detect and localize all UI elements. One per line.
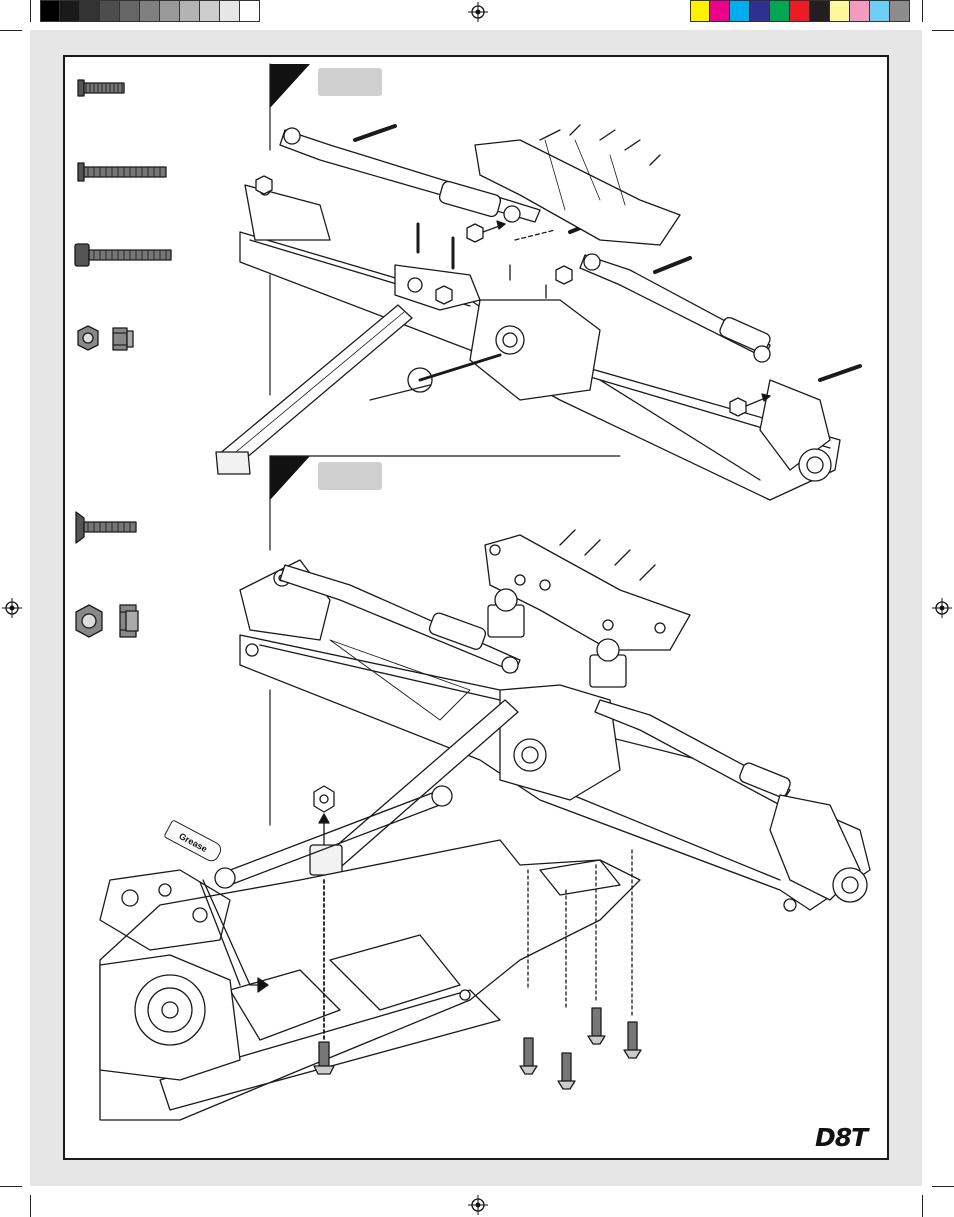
step-2-assembly (99, 529, 871, 1121)
color-swatch (890, 0, 910, 22)
crop-mark (0, 30, 22, 31)
color-calibration-strip (690, 0, 910, 22)
color-swatch (100, 0, 120, 22)
crosshair-target-icon (468, 1195, 488, 1215)
color-swatch (790, 0, 810, 22)
color-swatch (730, 0, 750, 22)
crosshair-target-icon (932, 598, 952, 618)
step-1-marker (269, 63, 310, 396)
color-swatch (690, 0, 710, 22)
step-number-tab (318, 462, 382, 490)
color-swatch (870, 0, 890, 22)
parts-legend-step-1 (74, 79, 172, 351)
parts-legend-step-2 (75, 511, 139, 638)
color-swatch (240, 0, 260, 22)
step-1-assembly (215, 124, 862, 501)
color-swatch (220, 0, 240, 22)
color-swatch (120, 0, 140, 22)
color-swatch (80, 0, 100, 22)
step-number-tab (318, 68, 382, 96)
brand-logo: D8T (815, 1123, 868, 1152)
color-swatch (830, 0, 850, 22)
color-swatch (40, 0, 60, 22)
crop-mark (932, 30, 954, 31)
color-swatch (200, 0, 220, 22)
color-swatch (750, 0, 770, 22)
color-swatch (60, 0, 80, 22)
crosshair-target-icon (2, 598, 22, 618)
crop-mark (0, 1186, 22, 1187)
color-swatch (140, 0, 160, 22)
crop-mark (932, 1186, 954, 1187)
crosshair-target-icon (468, 2, 488, 22)
crop-mark (30, 1195, 31, 1217)
color-swatch (160, 0, 180, 22)
color-swatch (810, 0, 830, 22)
color-swatch (710, 0, 730, 22)
color-swatch (850, 0, 870, 22)
color-swatch (770, 0, 790, 22)
crop-mark (922, 0, 923, 22)
crop-mark (922, 1195, 923, 1217)
color-swatch (180, 0, 200, 22)
step-2-marker (269, 455, 621, 826)
grayscale-calibration-strip (40, 0, 260, 22)
crop-mark (30, 0, 31, 22)
